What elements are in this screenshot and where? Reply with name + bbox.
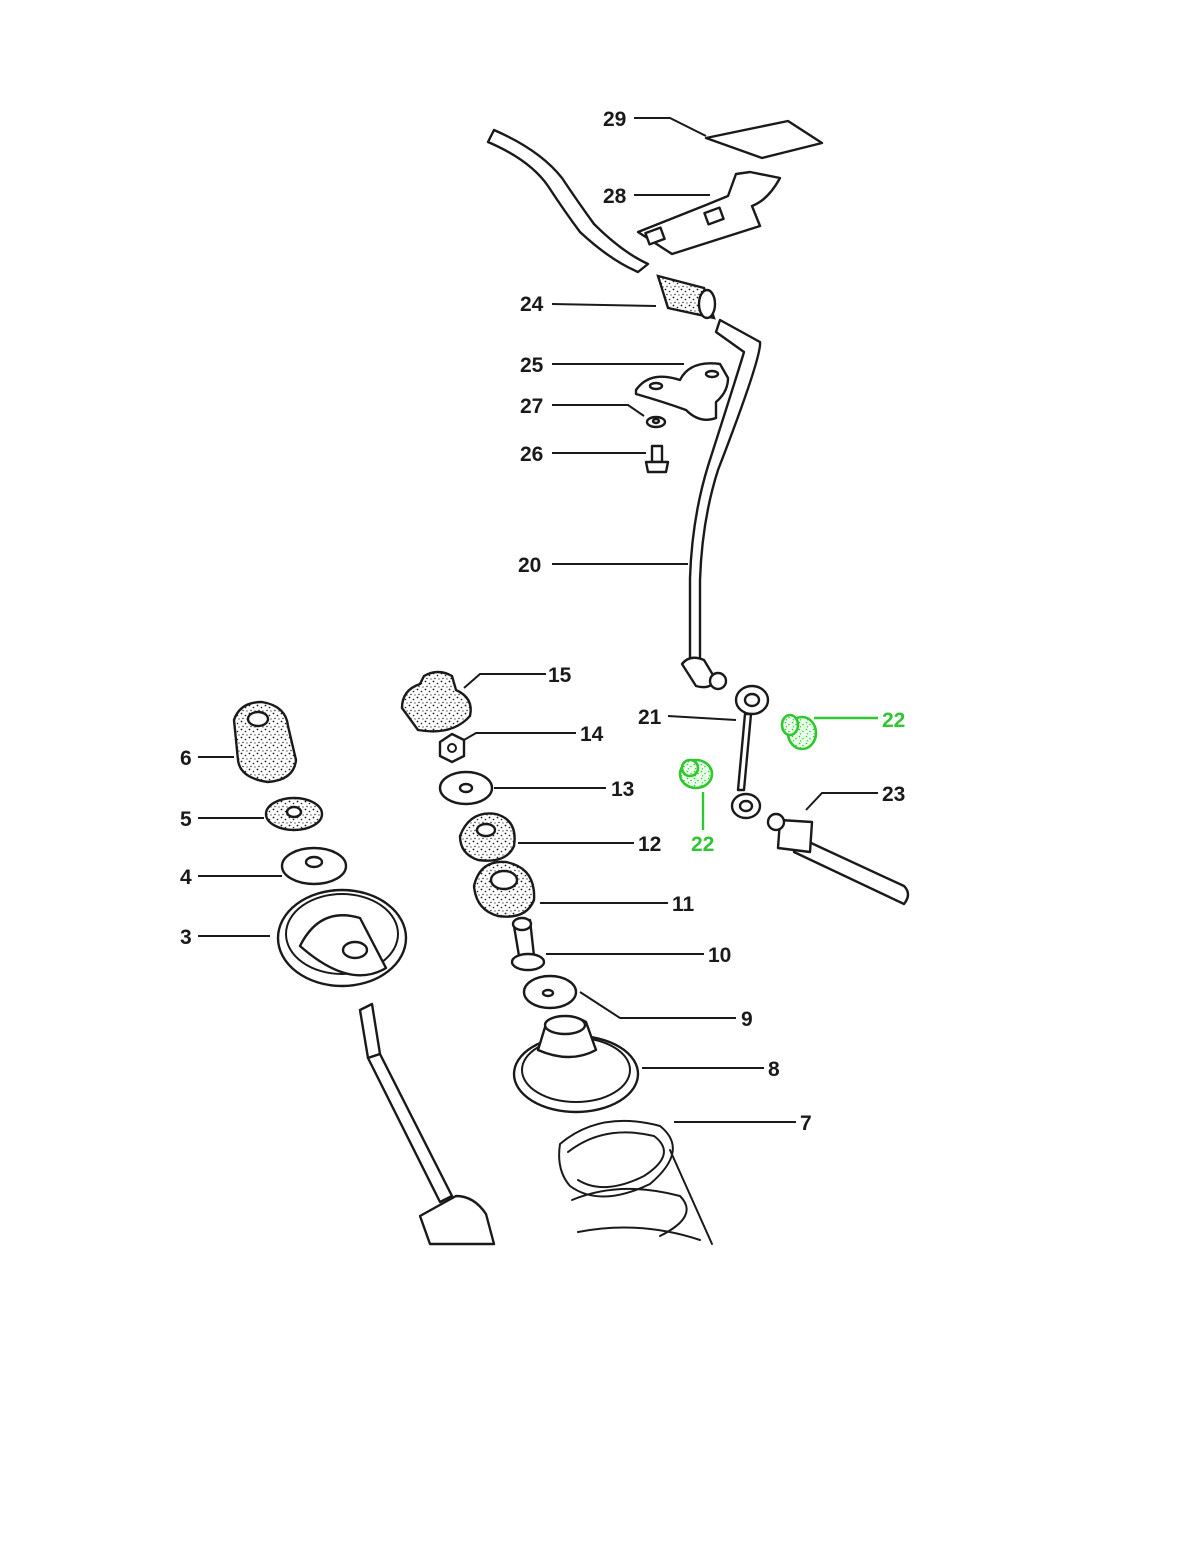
callout-5: 5 xyxy=(180,808,192,831)
callout-28: 28 xyxy=(603,185,627,208)
callout-9: 9 xyxy=(741,1008,753,1031)
callout-3: 3 xyxy=(180,926,192,949)
callout-25: 25 xyxy=(520,354,544,377)
part-23-stud xyxy=(766,812,910,906)
callout-15: 15 xyxy=(548,664,572,687)
callout-8: 8 xyxy=(768,1058,780,1081)
part-21-link-rod xyxy=(730,684,770,820)
callout-23: 23 xyxy=(882,783,905,806)
callout-7: 7 xyxy=(800,1112,812,1135)
part-8-spring-seat xyxy=(512,1014,640,1114)
part-22-bushing-upper xyxy=(780,713,818,751)
part-6-bump-stop xyxy=(232,700,298,784)
callout-14: 14 xyxy=(580,723,604,746)
callout-4: 4 xyxy=(180,866,192,889)
callout-22-upper: 22 xyxy=(882,709,905,732)
callout-13: 13 xyxy=(611,778,634,801)
part-26-bolt xyxy=(644,444,670,474)
part-9-washer xyxy=(522,974,578,1010)
callout-21: 21 xyxy=(638,706,662,729)
part-20-stabilizer-bar xyxy=(486,128,762,691)
part-22-bushing-lower xyxy=(678,758,714,790)
part-3-upper-mount xyxy=(276,888,408,988)
callout-12: 12 xyxy=(638,833,661,856)
callout-labels: 29 28 24 25 27 26 20 15 21 22 22 14 6 13… xyxy=(180,108,905,1135)
part-27-washer xyxy=(645,415,667,429)
part-10-sleeve xyxy=(510,916,546,972)
part-14-nut xyxy=(438,732,466,764)
callout-11: 11 xyxy=(672,893,695,916)
part-5-pad xyxy=(264,796,324,832)
callout-24: 24 xyxy=(520,293,544,316)
part-15-cap xyxy=(400,670,472,733)
callout-10: 10 xyxy=(708,944,731,967)
part-24-bushing xyxy=(656,274,717,320)
callout-22-lower: 22 xyxy=(691,833,714,856)
callout-29: 29 xyxy=(603,108,626,131)
part-13-washer xyxy=(438,770,494,806)
part-7-coil-spring xyxy=(558,1119,713,1245)
callout-27: 27 xyxy=(520,395,543,418)
part-11-rubber-mount xyxy=(472,860,536,918)
callout-26: 26 xyxy=(520,443,543,466)
part-29-plate xyxy=(704,119,824,160)
callout-20: 20 xyxy=(518,554,541,577)
part-4-washer xyxy=(280,846,348,886)
part-12-rubber-mount xyxy=(458,812,516,862)
callout-6: 6 xyxy=(180,747,192,770)
part-28-bracket xyxy=(636,170,782,256)
shock-absorber xyxy=(358,1002,496,1246)
leader-lines xyxy=(198,117,878,1123)
part-25-clamp xyxy=(634,362,730,421)
